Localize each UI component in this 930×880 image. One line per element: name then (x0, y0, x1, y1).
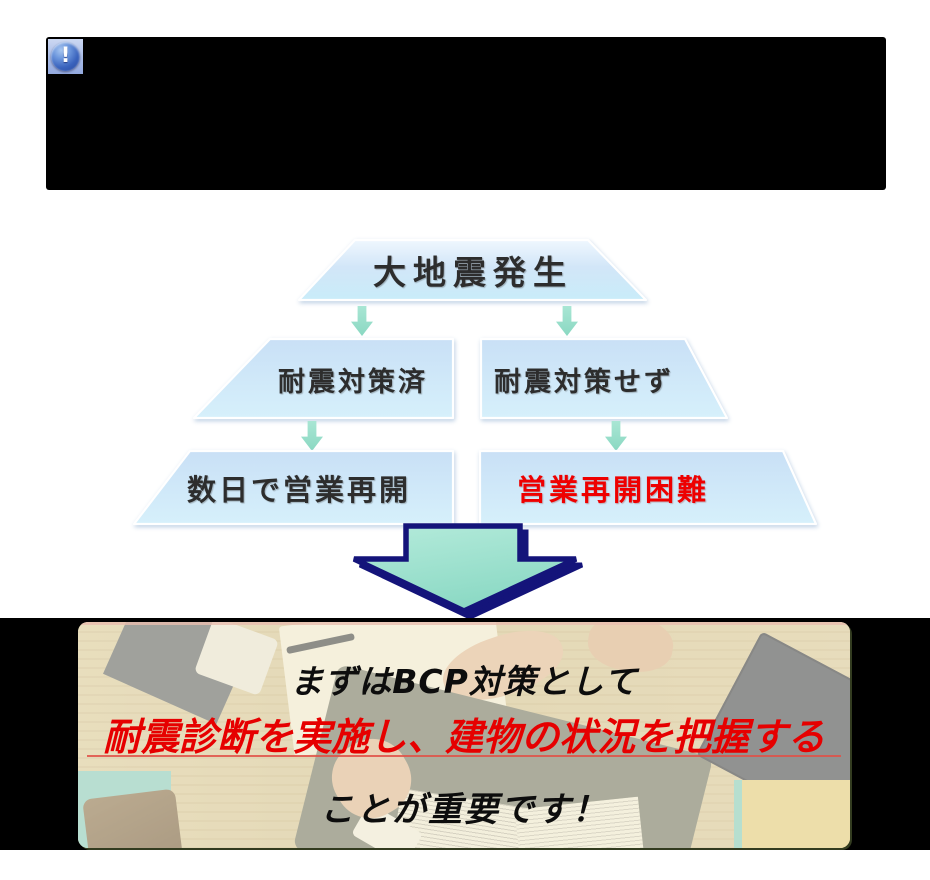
alert-orb: ! (51, 42, 80, 71)
flow-arrow-icon (351, 306, 373, 336)
condition-left-shape (192, 337, 455, 420)
flowchart-root-label: 大地震発生 (373, 253, 573, 292)
flowchart-root-shape (297, 238, 648, 302)
photo-yellow-paper (741, 780, 850, 848)
conclusion-text: まずはBCP対策として 耐震診断を実施し、建物の状況を把握する ことが重要です！ (78, 622, 850, 848)
exclamation-glyph: ! (60, 43, 71, 67)
conclusion-band: まずはBCP対策として 耐震診断を実施し、建物の状況を把握する ことが重要です！ (0, 618, 930, 850)
photo-top-edge (78, 622, 850, 625)
outcome-right-label: 営業再開困難 (516, 473, 709, 507)
flow-arrow-icon (556, 306, 578, 336)
conclusion-line2-highlight: 耐震診断を実施し、建物の状況を把握する (102, 715, 825, 759)
conclusion-photo: まずはBCP対策として 耐震診断を実施し、建物の状況を把握する ことが重要です！ (78, 622, 850, 848)
conclusion-line1: まずはBCP対策として (290, 662, 638, 701)
alert-exclamation-icon: ! (48, 39, 83, 74)
outcome-right-shape (478, 449, 818, 526)
condition-right-shape (479, 337, 729, 420)
big-down-arrow-icon (352, 523, 584, 620)
alert-banner: ! (46, 37, 886, 190)
red-underline (87, 755, 841, 757)
outcome-left-label: 数日で営業再開 (186, 473, 411, 507)
photo-wash-overlay (78, 622, 850, 848)
condition-right-label: 耐震対策せず (494, 366, 674, 398)
conclusion-line3: ことが重要です！ (320, 790, 608, 830)
flow-arrow-icon (301, 421, 323, 451)
condition-left-label: 耐震対策済 (278, 366, 428, 398)
flow-arrow-icon (605, 421, 627, 451)
